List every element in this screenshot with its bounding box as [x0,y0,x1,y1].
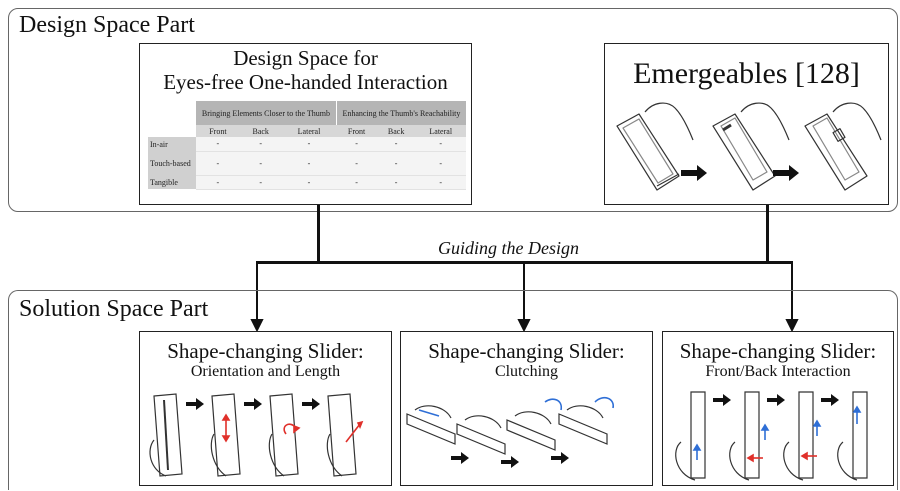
device-sketch [268,393,299,477]
arrow-right-icon [713,394,731,406]
arrow-right-icon [821,394,839,406]
connector-line [766,205,769,263]
table-group-header: Bringing Elements Closer to the Thumb [196,101,337,125]
arrow-right-icon [773,165,799,181]
arrow-down-icon [785,319,799,333]
device-sketch [406,405,456,445]
design-space-card: Design Space for Eyes-free One-handed In… [139,43,472,205]
table-cell: - [196,137,240,152]
device-sketch [616,102,694,191]
table-corner [148,125,196,137]
table-cell: - [376,137,416,152]
table-column-header: Back [376,125,416,137]
design-space-card-title-line2: Eyes-free One-handed Interaction [163,70,448,94]
device-sketch [783,391,814,481]
device-sketch [210,393,241,477]
design-space-card-title-line1: Design Space for [233,46,378,70]
device-sketch [675,391,706,481]
table-cell: - [239,175,282,190]
arrow-down-icon [517,319,531,333]
arrow-right-icon [767,394,785,406]
arrow-right-icon [681,165,707,181]
table-cell: - [336,175,377,190]
table-column-header: Front [196,125,240,137]
solution-card-subtitle: Orientation and Length [190,363,341,380]
table-cell: - [239,137,282,152]
solution-card-subtitle: Front/Back Interaction [705,363,851,380]
table-row-header: Touch-based [148,151,196,175]
orientation-length-illustration [149,393,364,477]
device-sketch [149,393,183,477]
solution-card-title: Shape-changing Slider: [167,339,364,363]
table-cell: - [376,151,416,176]
arrow-right-icon [451,452,469,464]
device-sketch [456,415,506,455]
device-sketch [558,405,608,445]
arrow-right-icon [551,452,569,464]
arrow-right-icon [302,398,320,410]
table-column-header: Back [239,125,282,137]
table-cell: - [336,137,377,152]
device-sketch [326,393,357,477]
arrow-right-icon [501,456,519,468]
table-cell: - [281,151,337,176]
connector-line [317,205,320,263]
arrow-right-icon [244,398,262,410]
table-column-header: Lateral [415,125,466,137]
table-row-header: Tangible [148,175,196,189]
solution-card-clutching: Shape-changing Slider: Clutching [400,331,653,486]
emergeables-card: Emergeables [128] [604,43,889,205]
table-group-header: Enhancing the Thumb's Reachability [335,101,466,125]
front-back-illustration [675,391,868,481]
device-sketch [506,411,556,451]
device-sketch [729,391,760,481]
solution-card-title: Shape-changing Slider: [679,339,877,363]
table-row-header: In-air [148,137,196,151]
table-cell: - [196,151,240,176]
design-space-part: Design Space Part [8,8,898,212]
solution-card-front-back: Shape-changing Slider: Front/Back Intera… [662,331,894,486]
table-cell: - [415,137,466,152]
table-column-header: Front [336,125,377,137]
solution-card-title: Shape-changing Slider: [428,339,625,363]
design-space-part-title: Design Space Part [19,12,195,38]
emergeables-card-title: Emergeables [128] [633,57,860,90]
table-cell: - [196,175,240,190]
table-cell: - [281,175,337,190]
guiding-the-design-label: Guiding the Design [438,238,579,258]
table-cell: - [336,151,377,176]
table-cell: - [415,175,466,190]
device-sketch [804,102,882,191]
solution-card-orientation-length: Shape-changing Slider: Orientation and L… [139,331,392,486]
table-column-header: Lateral [281,125,337,137]
table-cell: - [281,137,337,152]
table-cell: - [376,175,416,190]
design-space-table: Bringing Elements Closer to the Thumb En… [148,101,466,190]
solution-space-part-title: Solution Space Part [19,296,209,322]
table-corner [148,101,196,125]
emergeables-illustration [616,102,882,191]
arrow-right-icon [186,398,204,410]
table-cell: - [239,151,282,176]
solution-space-part: Solution Space Part [8,290,898,490]
clutching-illustration [406,396,614,468]
arrow-down-icon [250,319,264,333]
device-sketch [712,102,790,191]
solution-card-subtitle: Clutching [494,363,559,380]
device-sketch [837,391,868,481]
table-cell: - [415,151,466,176]
guide-arrows [250,262,799,333]
